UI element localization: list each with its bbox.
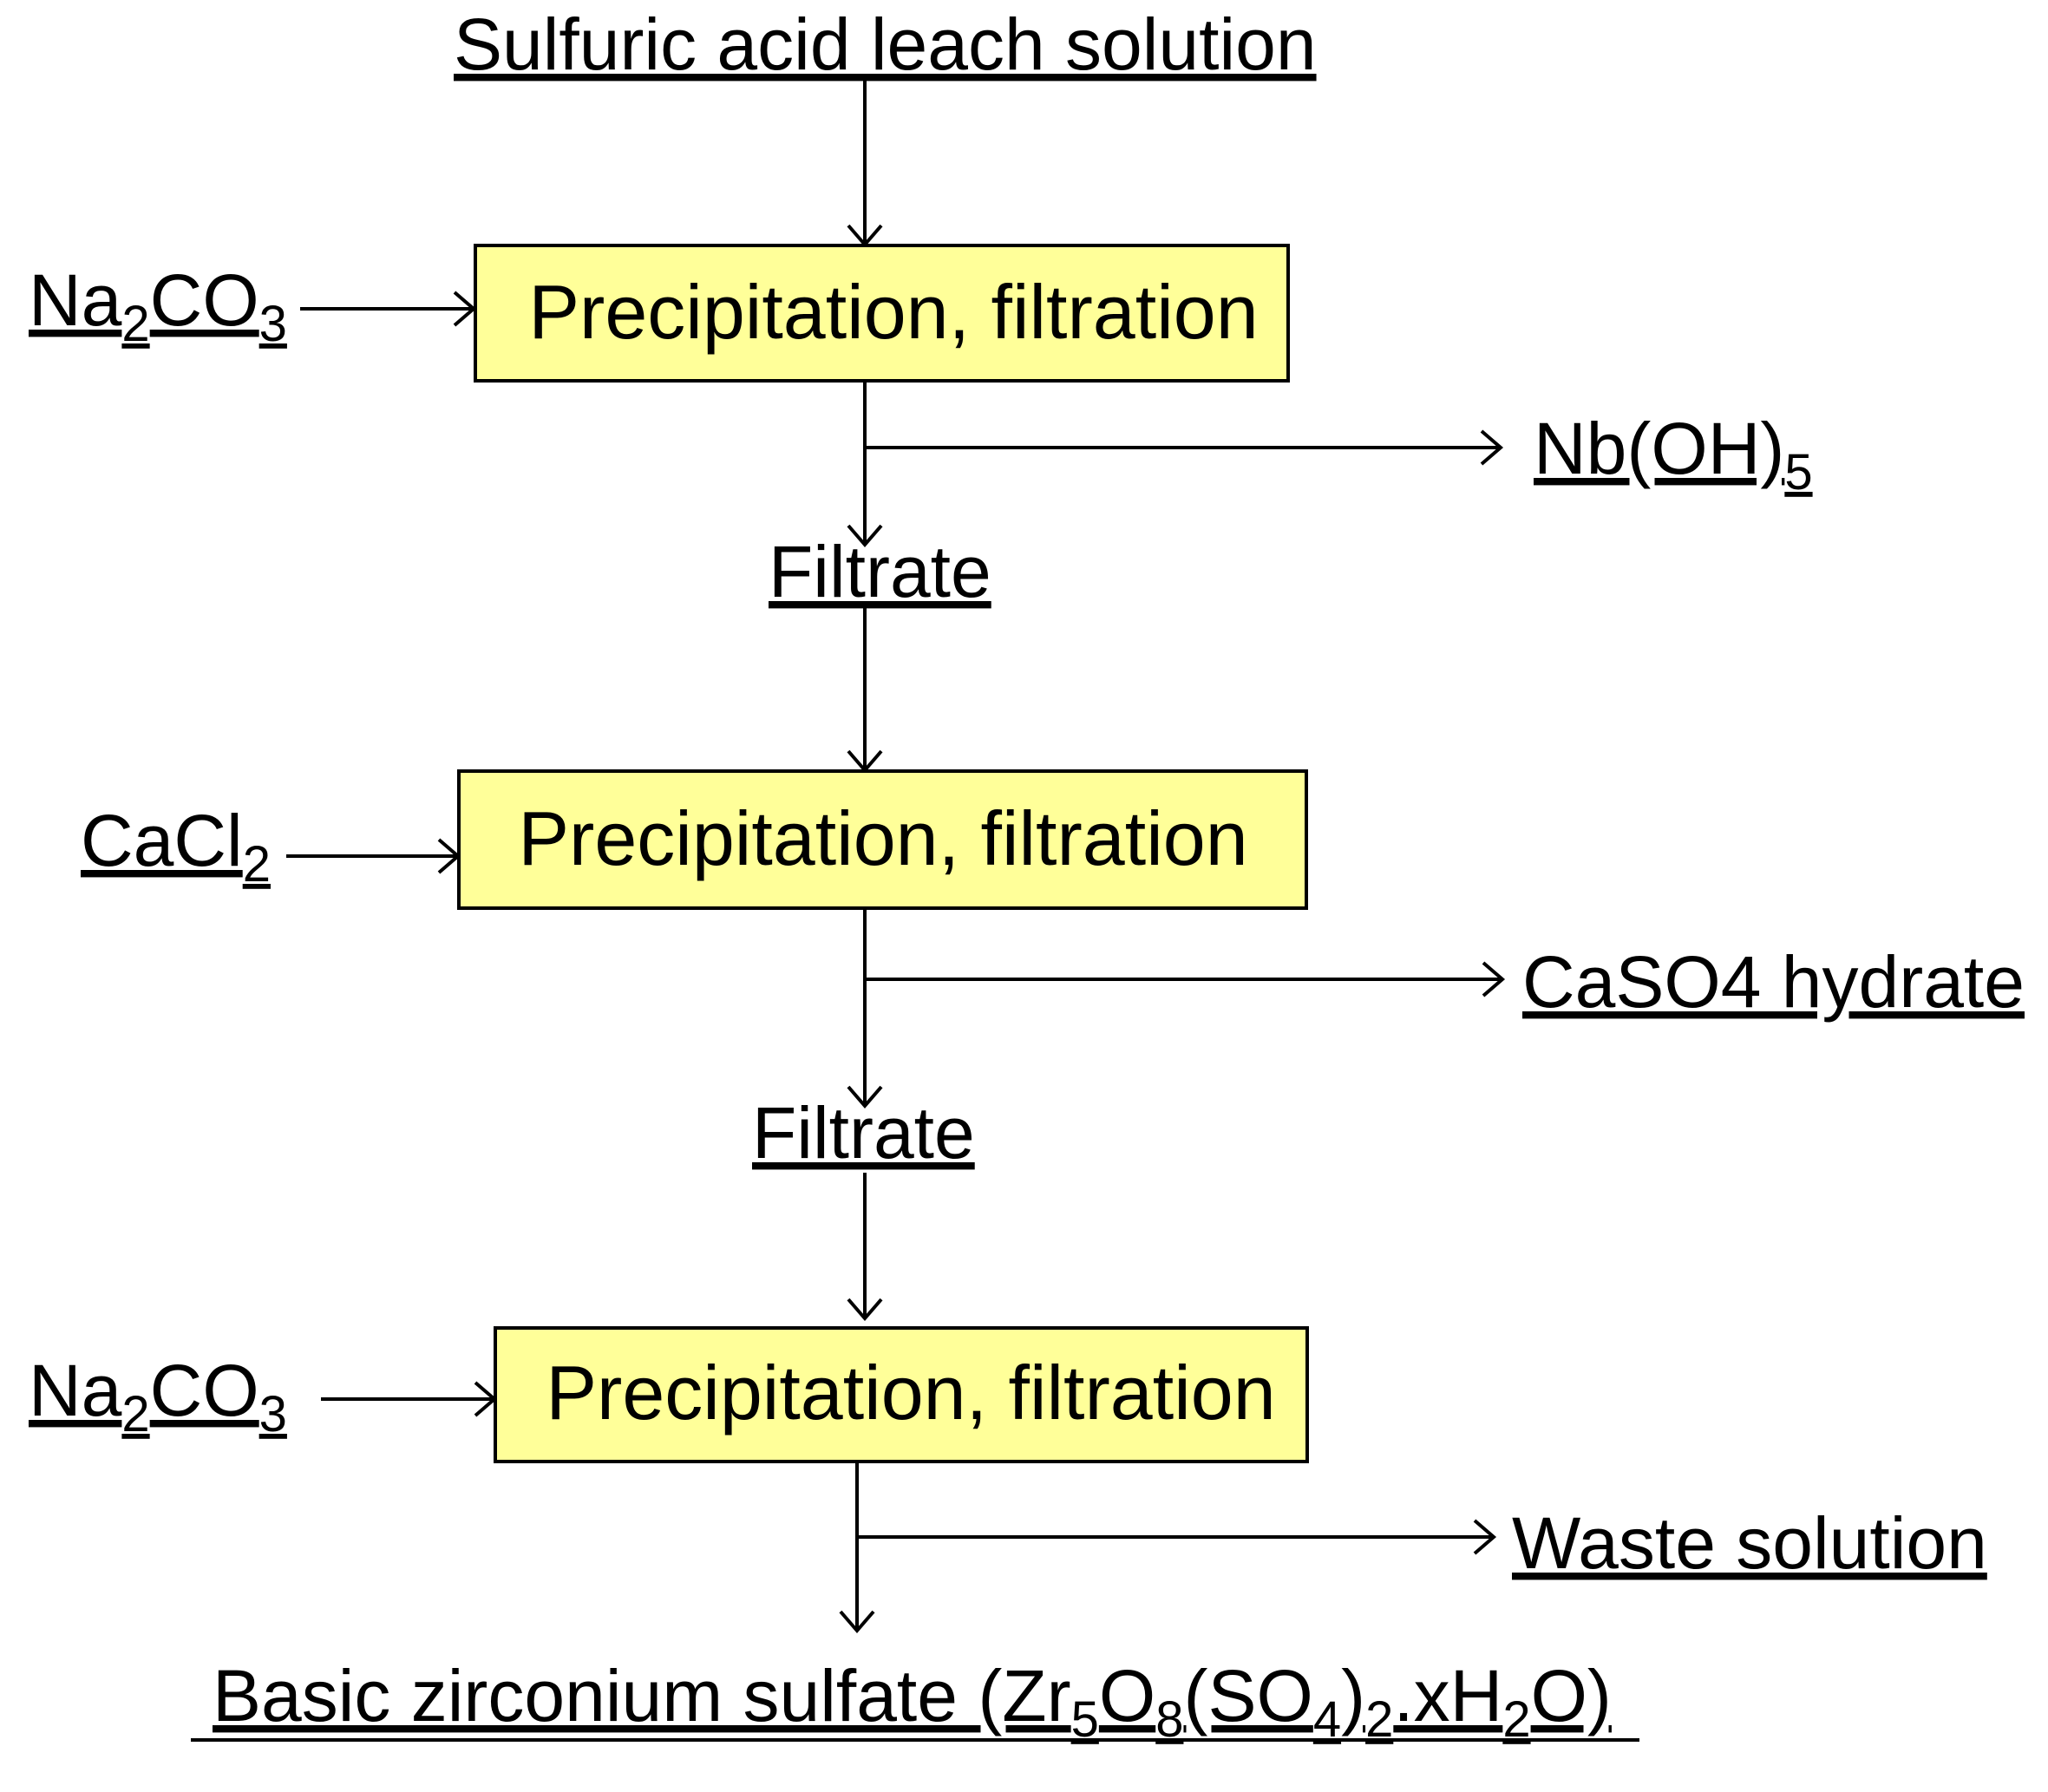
waste-solution-label: Waste solution (1512, 1502, 1987, 1584)
arrowhead-caso4 (1482, 961, 1506, 997)
arrowhead-waste (1473, 1519, 1497, 1555)
arrowhead-filtrate2 (847, 1085, 883, 1109)
process-box-2-label: Precipitation, filtration (518, 795, 1247, 881)
process-box-3 (494, 1326, 1309, 1463)
filtrate-1-label: Filtrate (769, 531, 991, 612)
arrowhead-box3 (847, 1298, 883, 1322)
nb-hydroxide-label: Nb(OH)5 (1534, 408, 1813, 500)
stage1-reagent-label: Na2CO3 (29, 259, 287, 352)
process-box-1 (474, 244, 1290, 383)
product-label: Basic zirconium sulfate (Zr5O8(SO4)2.xH2… (213, 1655, 1612, 1748)
process-box-2 (457, 769, 1308, 910)
arrowhead-filtrate1 (847, 524, 883, 548)
filtrate-2-label: Filtrate (752, 1092, 975, 1174)
caso4-hydrate-label: CaSO4 hydrate (1522, 941, 2025, 1023)
arrowhead-nb-hydroxide (1480, 429, 1504, 466)
stage2-reagent-label: CaCl2 (81, 800, 271, 893)
arrowhead-product (839, 1610, 875, 1634)
input-label: Sulfuric acid leach solution (454, 3, 1317, 85)
stage3-reagent-label: Na2CO3 (29, 1350, 287, 1442)
process-box-3-label: Precipitation, filtration (546, 1350, 1275, 1436)
process-box-1-label: Precipitation, filtration (528, 269, 1258, 355)
